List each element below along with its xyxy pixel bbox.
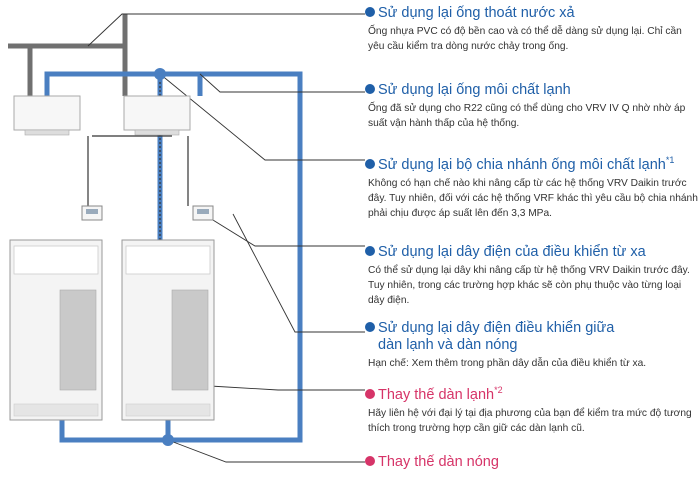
callout-drain: Sử dụng lại ống thoát nước xả Ống nhựa P… — [365, 5, 700, 54]
callout-remote-wiring: Sử dụng lại dây điện của điều khiển từ x… — [365, 244, 700, 308]
callout-heading: Sử dụng lại ống môi chất lạnh — [378, 82, 571, 98]
bullet-icon — [365, 388, 375, 399]
wiring — [87, 74, 189, 240]
remote-controller-left — [81, 205, 103, 221]
remote-controller-right — [192, 205, 214, 221]
callout-body: Không có hạn chế nào khi nâng cấp từ các… — [368, 177, 698, 219]
pipe-junctions — [154, 68, 174, 446]
footnote-marker: *1 — [665, 155, 675, 165]
leader-lines — [87, 13, 365, 463]
outdoor-unit-right — [121, 239, 215, 421]
callout-branch-kit: Sử dụng lại bộ chia nhánh ống môi chất l… — [365, 152, 700, 221]
callout-heading: Sử dụng lại bộ chia nhánh ống môi chất l… — [378, 156, 666, 173]
bullet-icon — [365, 456, 375, 466]
callout-heading: Sử dụng lại ống thoát nước xả — [378, 5, 575, 21]
callout-refrigerant-pipe: Sử dụng lại ống môi chất lạnh Ống đã sử … — [365, 82, 700, 131]
bullet-icon — [365, 322, 375, 332]
outdoor-unit-left — [9, 239, 103, 421]
callout-heading: Sử dụng lại dây điện của điều khiển từ x… — [378, 244, 646, 260]
bullet-icon — [365, 158, 375, 169]
indoor-unit-right — [123, 95, 191, 136]
drain-pipe — [8, 14, 128, 96]
callout-outdoor-replace: Thay thế dàn nóng — [365, 454, 700, 471]
bullet-icon — [365, 246, 375, 256]
bullet-icon — [365, 84, 375, 94]
callout-heading: Sử dụng lại dây điện điều khiển giữa — [378, 320, 615, 336]
footnote-marker: *2 — [494, 385, 503, 395]
callout-body: Có thể sử dụng lại dây khi nâng cấp từ h… — [368, 265, 690, 306]
callout-heading: Thay thế dàn lạnh — [378, 386, 495, 403]
indoor-unit-left — [13, 95, 81, 136]
callout-indoor-replace: Thay thế dàn lạnh*2 Hãy liên hệ với đại … — [365, 382, 700, 436]
callout-heading-line2: dàn lạnh và dàn nóng — [378, 337, 518, 353]
callout-body: Ống đã sử dụng cho R22 cũng có thể dùng … — [368, 103, 686, 129]
callout-body: Ống nhựa PVC có độ bền cao và có thể dễ … — [368, 26, 682, 52]
callout-body: Hãy liên hệ với đại lý tại địa phương củ… — [368, 407, 692, 434]
bullet-icon — [365, 7, 375, 17]
callout-body: Hạn chế: Xem thêm trong phần dây dẫn của… — [368, 358, 647, 369]
callout-heading: Thay thế dàn nóng — [378, 454, 499, 470]
